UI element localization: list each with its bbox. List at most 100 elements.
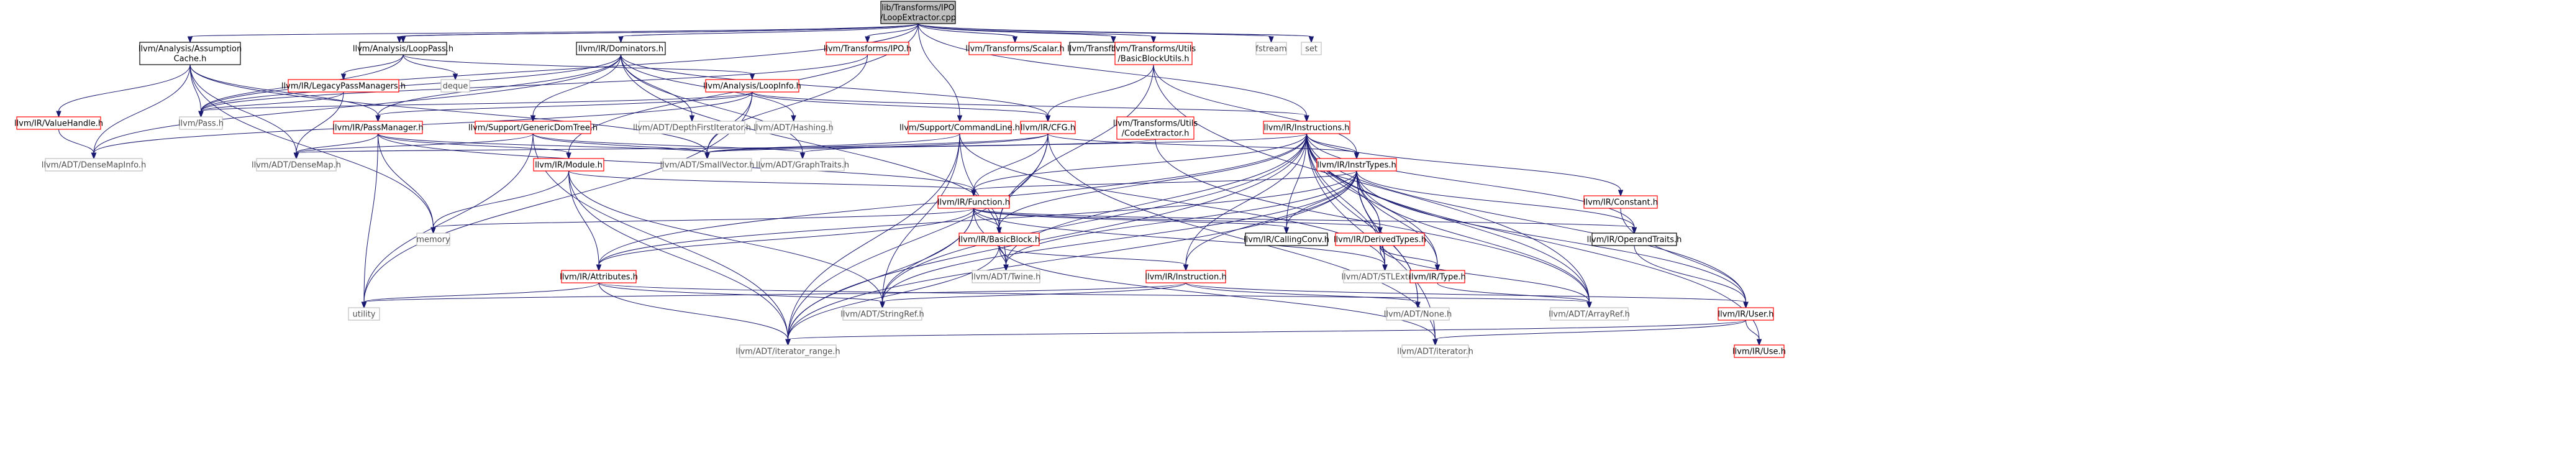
node-densemapinfo[interactable]: llvm/ADT/DenseMapInfo.h — [42, 158, 146, 172]
edge-line — [917, 23, 1312, 37]
node-box — [179, 116, 223, 130]
edge-assumption-to-pass — [189, 64, 204, 118]
edge-arrowhead — [187, 36, 193, 44]
node-type[interactable]: llvm/IR/Type.h — [1409, 270, 1466, 283]
node-box — [475, 121, 591, 134]
node-fstream[interactable]: fstream — [1255, 42, 1287, 55]
node-function[interactable]: llvm/IR/Function.h — [937, 195, 1010, 209]
node-box — [1583, 195, 1658, 209]
node-set[interactable]: set — [1301, 42, 1322, 55]
node-iterator[interactable]: llvm/ADT/iterator.h — [1397, 344, 1473, 358]
edge-line — [1306, 133, 1621, 191]
node-legacypm[interactable]: llvm/IR/LegacyPassManagers.h — [281, 79, 406, 93]
node-passmanager[interactable]: llvm/IR/PassManager.h — [332, 121, 424, 134]
node-valuehandle[interactable]: llvm/IR/ValueHandle.h — [14, 116, 103, 130]
node-instruction[interactable]: llvm/IR/Instruction.h — [1145, 270, 1227, 283]
node-label: llvm/IR/CFG.h — [1021, 124, 1075, 133]
node-dfi[interactable]: llvm/ADT/DepthFirstIterator.h — [633, 121, 751, 134]
node-constant[interactable]: llvm/IR/Constant.h — [1583, 195, 1658, 209]
node-module[interactable]: llvm/IR/Module.h — [533, 158, 604, 172]
node-codeextractor[interactable]: llvm/Transforms/Utils/CodeExtractor.h — [1113, 116, 1198, 140]
node-utility[interactable]: utility — [348, 307, 380, 321]
node-stringref[interactable]: llvm/ADT/StringRef.h — [840, 307, 924, 321]
edge-instruction-to-utility — [361, 282, 1186, 309]
node-box — [968, 42, 1062, 55]
edge-arrowhead — [1308, 36, 1314, 44]
node-loopinfo[interactable]: llvm/Analysis/LoopInfo.h — [703, 79, 801, 93]
edge-line — [189, 64, 201, 112]
node-gendomtree[interactable]: llvm/Support/GenericDomTree.h — [468, 121, 598, 134]
edge-attributes-to-utility — [361, 282, 599, 309]
node-label: deque — [443, 82, 468, 91]
node-box — [1263, 121, 1350, 134]
node-bbutils[interactable]: llvm/Transforms/Utils/BasicBlockUtils.h — [1111, 42, 1196, 65]
node-root[interactable]: lib/Transforms/IPO/LoopExtractor.cpp — [880, 1, 956, 24]
edge-line — [433, 170, 569, 228]
edge-line — [788, 245, 999, 340]
node-label: /CodeExtractor.h — [1122, 129, 1190, 139]
node-smallvector[interactable]: llvm/ADT/SmallVector.h — [660, 158, 755, 172]
node-dominators[interactable]: llvm/IR/Dominators.h — [576, 42, 666, 55]
edge-line — [363, 282, 599, 303]
node-box — [908, 121, 1012, 134]
edge-line — [296, 91, 344, 154]
edge-arrowhead — [1586, 301, 1592, 309]
node-use[interactable]: llvm/IR/Use.h — [1732, 344, 1786, 358]
node-instructions[interactable]: llvm/IR/Instructions.h — [1263, 121, 1350, 134]
edge-line — [1634, 245, 1746, 303]
node-looppass[interactable]: llvm/Analysis/LoopPass.h — [353, 42, 453, 55]
node-graphtraits[interactable]: llvm/ADT/GraphTraits.h — [756, 158, 849, 172]
node-user[interactable]: llvm/IR/User.h — [1718, 307, 1774, 321]
edge-instructions-to-twine — [1003, 133, 1307, 272]
node-scalar[interactable]: llvm/Transforms/Scalar.h — [965, 42, 1065, 55]
edge-arrowhead — [749, 73, 755, 81]
edge-arrowhead — [1304, 115, 1309, 122]
edge-root-to-assumption — [187, 23, 919, 44]
edge-arrowhead — [957, 115, 963, 122]
edge-line — [973, 170, 1357, 191]
edge-arrowhead — [971, 190, 976, 197]
node-callingconv[interactable]: llvm/IR/CallingConv.h — [1244, 232, 1329, 246]
edge-ipo-to-pass — [198, 54, 868, 118]
edge-instruction-to-none — [1185, 282, 1421, 309]
node-derivedtypes[interactable]: llvm/IR/DerivedTypes.h — [1334, 232, 1426, 246]
node-hashing[interactable]: llvm/ADT/Hashing.h — [753, 121, 834, 134]
edge-line — [867, 23, 919, 37]
edge-line — [999, 64, 1154, 228]
edge-arrowhead — [1354, 152, 1360, 160]
node-box — [760, 158, 845, 172]
node-basicblock[interactable]: llvm/IR/BasicBlock.h — [958, 232, 1040, 246]
edge-line — [378, 91, 753, 116]
node-pass[interactable]: llvm/Pass.h — [178, 116, 224, 130]
edge-cfg-to-smallvector — [704, 133, 1049, 160]
node-box — [533, 158, 604, 172]
node-densemap[interactable]: llvm/ADT/DenseMap.h — [252, 158, 341, 172]
node-operandtraits[interactable]: llvm/IR/OperandTraits.h — [1587, 232, 1682, 246]
edge-line — [1306, 133, 1438, 265]
node-instrtypes[interactable]: llvm/IR/InstrTypes.h — [1316, 158, 1397, 172]
edge-line — [621, 54, 1049, 116]
node-ipo[interactable]: llvm/Transforms/IPO.h — [824, 42, 912, 55]
node-memory[interactable]: memory — [416, 232, 450, 246]
node-label: llvm/Analysis/Assumption — [139, 45, 242, 54]
node-deque[interactable]: deque — [440, 79, 470, 93]
edge-line — [201, 91, 344, 112]
edge-instructions-to-basicblock — [996, 133, 1307, 234]
node-attributes[interactable]: llvm/IR/Attributes.h — [560, 270, 638, 283]
edge-line — [378, 133, 569, 154]
node-cmdline[interactable]: llvm/Support/CommandLine.h — [899, 121, 1020, 134]
node-arrayref[interactable]: llvm/ADT/ArrayRef.h — [1549, 307, 1630, 321]
node-label: utility — [353, 310, 376, 320]
node-box — [972, 270, 1040, 283]
edge-line — [598, 282, 788, 340]
node-twine[interactable]: llvm/ADT/Twine.h — [972, 270, 1041, 283]
node-label: llvm/Pass.h — [178, 119, 224, 129]
node-iterrange[interactable]: llvm/ADT/iterator_range.h — [735, 344, 840, 358]
edge-arrowhead — [1268, 36, 1274, 44]
edge-arrowhead — [596, 264, 602, 272]
node-none[interactable]: llvm/ADT/None.h — [1384, 307, 1452, 321]
edge-passmanager-to-module — [378, 133, 571, 160]
node-stlextras[interactable]: llvm/ADT/STLExtras.h — [1341, 270, 1429, 283]
node-cfg[interactable]: llvm/IR/CFG.h — [1020, 121, 1076, 134]
